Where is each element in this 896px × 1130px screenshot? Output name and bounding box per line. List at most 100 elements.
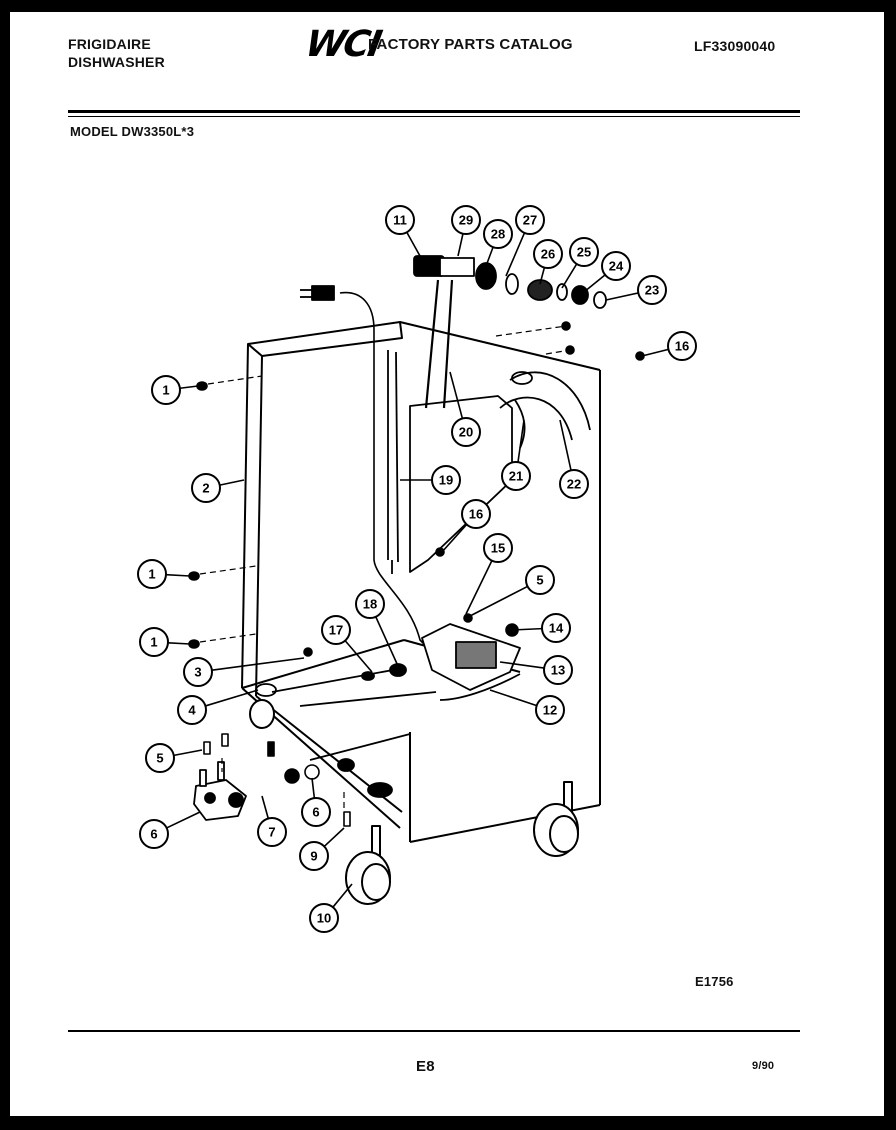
callout-number-18: 18 — [363, 597, 377, 612]
callout-leader — [406, 231, 421, 257]
callout-number-21: 21 — [509, 469, 523, 484]
callout-leader — [173, 749, 203, 757]
caster-wheel-left — [249, 699, 275, 729]
callout-circle — [535, 695, 565, 725]
callout-number-1: 1 — [150, 635, 157, 650]
callout-number-7: 7 — [268, 825, 275, 840]
callout-leader — [165, 573, 191, 577]
callout-number-9: 9 — [310, 849, 317, 864]
callout-circle — [137, 559, 167, 589]
callout-circle — [145, 743, 175, 773]
callout-circle — [501, 461, 531, 491]
callout-number-14: 14 — [549, 621, 564, 636]
callout-leader — [441, 523, 468, 553]
callout-number-6: 6 — [150, 827, 157, 842]
callout-leader — [499, 661, 545, 669]
callout-circle — [431, 465, 461, 495]
callout-number-29: 29 — [459, 213, 473, 228]
callout-number-20: 20 — [459, 425, 473, 440]
callout-leader — [311, 777, 316, 799]
callout-number-12: 12 — [543, 703, 557, 718]
callout-leader — [179, 385, 199, 390]
figure-code: E1756 — [695, 974, 734, 989]
catalog-date: 9/90 — [752, 1060, 775, 1072]
callout-number-2: 2 — [202, 481, 209, 496]
header-rule-thin — [68, 116, 800, 117]
header-rule — [68, 110, 800, 113]
callout-leader — [561, 263, 578, 289]
base-rails — [255, 667, 437, 798]
callout-number-1: 1 — [162, 383, 169, 398]
callout-number-16: 16 — [469, 507, 483, 522]
callout-number-28: 28 — [491, 227, 505, 242]
callout-leader — [583, 274, 606, 293]
callout-circle — [355, 589, 385, 619]
callout-circle — [515, 205, 545, 235]
callout-number-17: 17 — [329, 623, 343, 638]
callout-circle — [451, 205, 481, 235]
callout-circle — [151, 375, 181, 405]
callout-leader — [517, 419, 525, 463]
callout-leader — [323, 827, 345, 848]
callout-circle — [321, 615, 351, 645]
callout-leader — [539, 267, 546, 285]
callout-circle — [191, 473, 221, 503]
callout-leader — [559, 419, 572, 471]
inlet-valve — [193, 761, 247, 821]
caster-wheel-front — [345, 825, 391, 905]
plug-icon — [300, 285, 335, 301]
callout-circle — [183, 657, 213, 687]
catalog-title: FACTORY PARTS CATALOG — [368, 36, 573, 53]
callout-number-4: 4 — [188, 703, 196, 718]
callout-leader — [641, 348, 669, 357]
callout-leader — [511, 627, 543, 631]
callout-leader — [211, 657, 305, 671]
callout-number-24: 24 — [609, 259, 624, 274]
callout-number-27: 27 — [523, 213, 537, 228]
callout-number-3: 3 — [194, 665, 201, 680]
callout-circle — [299, 841, 329, 871]
callout-circle — [139, 627, 169, 657]
callout-circle — [533, 239, 563, 269]
callout-circle — [385, 205, 415, 235]
callout-number-26: 26 — [541, 247, 555, 262]
callout-circle — [301, 797, 331, 827]
callout-leader — [505, 232, 526, 277]
callout-leader — [332, 883, 353, 908]
valve-top-assembly — [413, 255, 607, 309]
callout-circle — [483, 219, 513, 249]
footer-rule — [68, 1030, 800, 1032]
callout-number-1: 1 — [148, 567, 155, 582]
callout-leader — [489, 689, 537, 707]
callout-leader — [261, 795, 270, 819]
callout-circle — [483, 533, 513, 563]
callout-leader — [485, 246, 494, 267]
callout-circle — [525, 565, 555, 595]
callout-circle — [667, 331, 697, 361]
callout-circle — [601, 251, 631, 281]
power-cord — [339, 291, 441, 661]
callout-circle — [543, 655, 573, 685]
callout-leader — [465, 560, 493, 615]
page-number: E8 — [416, 1058, 435, 1075]
callout-circle — [637, 275, 667, 305]
callout-leader — [457, 233, 464, 257]
control-module — [361, 623, 521, 701]
callout-circle — [541, 613, 571, 643]
callout-circle — [177, 695, 207, 725]
callout-number-5: 5 — [156, 751, 163, 766]
callout-leader — [605, 292, 639, 301]
dashed-leader-lines — [199, 325, 571, 808]
callout-leader — [344, 640, 373, 673]
callout-number-16: 16 — [675, 339, 689, 354]
callout-number-11: 11 — [393, 213, 407, 228]
callout-number-19: 19 — [439, 473, 453, 488]
fill-tubes — [424, 279, 454, 409]
catalog-part-number: LF33090040 — [694, 38, 776, 54]
callout-circle — [139, 819, 169, 849]
callout-leader — [166, 811, 201, 829]
gasket-strip — [387, 350, 399, 574]
callout-number-23: 23 — [645, 283, 659, 298]
callout-circle — [569, 237, 599, 267]
